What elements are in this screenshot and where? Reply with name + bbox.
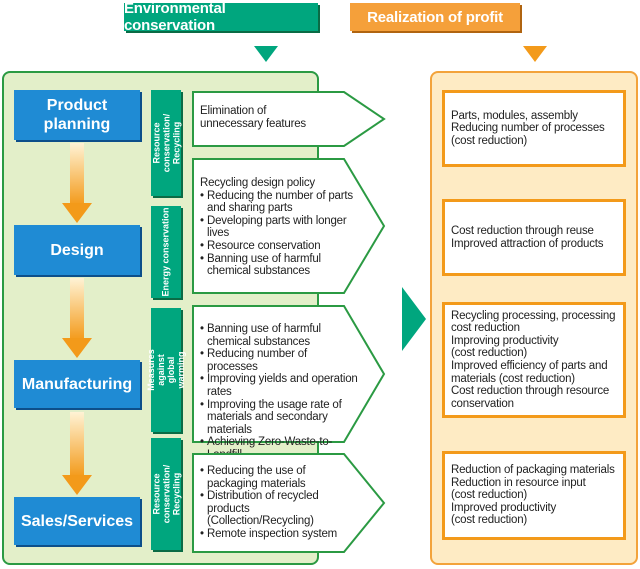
stage-label: Manufacturing [21,375,133,393]
measure-box: Reducing the use of packaging materials … [192,453,386,553]
measure-text: Banning use of harmful chemical substanc… [200,323,360,462]
profit-line: Recycling processing, processing cost re… [451,309,616,335]
profit-line: Reduction in resource input [451,476,586,489]
right-arrow-icon [402,287,426,351]
profit-box: Reduction of packaging materials Reducti… [442,451,626,540]
profit-line: Reducing number of processes [451,122,605,135]
profit-line: (cost reduction) [451,347,528,360]
profit-header-label: Realization of profit [367,8,503,26]
measure-text: Recycling design policy Reducing the num… [200,177,356,278]
stage-product-planning: Product planning [14,90,140,140]
profit-line: Reduction of packaging materials [451,464,615,477]
flow-arrow-icon [62,143,92,223]
realization-of-profit-header: Realization of profit [350,3,520,31]
flow-arrow-icon [62,278,92,358]
environmental-conservation-header: Environmental conservation [124,0,318,34]
measure-item: Reducing number of processes [200,348,360,373]
measure-item: Resource conservation [200,240,356,253]
category-label: Resource conservation/ Recycling [151,464,182,524]
measure-box: Banning use of harmful chemical substanc… [192,305,386,461]
profit-line: Improving productivity [451,334,559,347]
stage-manufacturing: Manufacturing [14,360,140,408]
chevron-shape [192,91,386,147]
measure-title: Recycling design policy [200,177,315,189]
measure-item: Reducing the number of parts and sharing… [200,190,356,215]
measure-text: Elimination of unnecessary features [200,105,356,130]
measure-item: Reducing the use of packaging materials [200,465,356,490]
profit-box: Parts, modules, assembly Reducing number… [442,90,626,167]
measure-item: Banning use of harmful chemical substanc… [200,253,356,278]
profit-line: Improved productivity [451,501,557,514]
stage-design: Design [14,225,140,275]
profit-line: (cost reduction) [451,489,528,502]
profit-box: Cost reduction through reuse Improved at… [442,199,626,276]
measure-item: Remote inspection system [200,528,356,541]
measure-text: Reducing the use of packaging materials … [200,465,356,541]
measure-item: Developing parts with longer lives [200,215,356,240]
profit-line: Parts, modules, assembly [451,109,578,122]
environmental-header-label: Environmental conservation [124,0,226,34]
category-resource-conservation-recycling-2: Resource conservation/ Recycling [151,438,181,550]
flow-arrow-icon [62,412,92,495]
stage-sales-services: Sales/Services [14,497,140,545]
stage-label: Product planning [43,97,111,133]
measure-item: Distribution of recycled products (Colle… [200,490,356,528]
category-label: Measures against global warming [146,349,186,391]
stage-label: Sales/Services [20,512,134,530]
environmental-down-arrow-icon [254,46,278,62]
profit-line: Cost reduction through resource conserva… [451,385,610,410]
profit-line: Cost reduction through reuse [451,224,594,237]
category-resource-conservation-recycling: Resource conservation/ Recycling [151,90,181,196]
profit-line: (cost reduction) [451,514,528,527]
category-energy-conservation: Energy conservation [151,206,181,298]
measure-box: Recycling design policy Reducing the num… [192,158,386,294]
measure-item: Improving the usage rate of materials an… [200,399,360,437]
measure-title: Elimination of unnecessary features [200,105,306,130]
category-global-warming: Measures against global warming [146,308,186,432]
profit-line: (cost reduction) [451,134,528,147]
measure-item: Banning use of harmful chemical substanc… [200,323,360,348]
category-label: Resource conservation/ Recycling [151,113,182,173]
measure-item: Improving yields and operation rates [200,373,360,398]
profit-line: Improved attraction of products [451,237,604,250]
profit-box: Recycling processing, processing cost re… [442,302,626,418]
profit-down-arrow-icon [523,46,547,62]
stage-label: Design [50,241,104,259]
measure-box: Elimination of unnecessary features [192,91,386,147]
category-label: Energy conservation [161,207,171,297]
profit-line: Improved efficiency of parts and materia… [451,360,608,385]
